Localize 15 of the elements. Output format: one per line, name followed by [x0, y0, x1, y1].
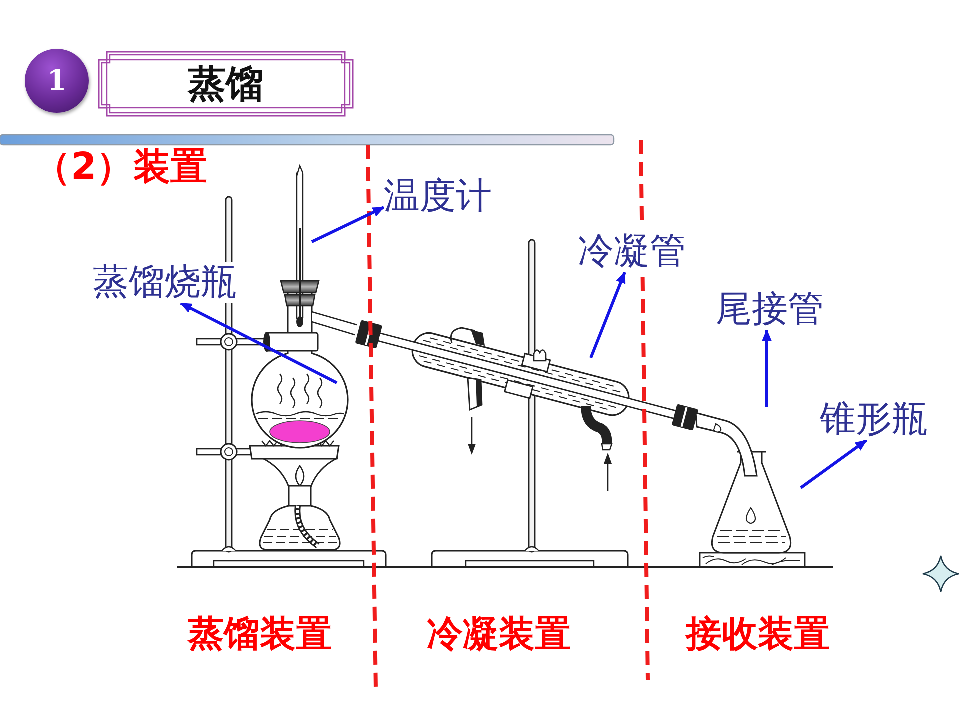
arrow: [800, 439, 868, 490]
part-label: 蒸馏烧瓶: [93, 262, 237, 304]
part-label: 冷凝管: [578, 231, 686, 272]
section-label: 冷凝装置: [427, 614, 571, 656]
number-badge: 1: [25, 49, 89, 113]
title-frame: 蒸馏: [98, 51, 354, 117]
part-label: 尾接管: [716, 289, 824, 330]
part-label: 锥形瓶: [820, 399, 928, 440]
arrow: [180, 302, 338, 384]
section-label: 蒸馏装置: [188, 614, 332, 656]
arrow: [762, 329, 772, 407]
arrow: [590, 271, 626, 359]
section-label: 接收装置: [686, 614, 830, 656]
section-heading: （2）装置: [34, 146, 208, 189]
arrow: [311, 206, 385, 244]
